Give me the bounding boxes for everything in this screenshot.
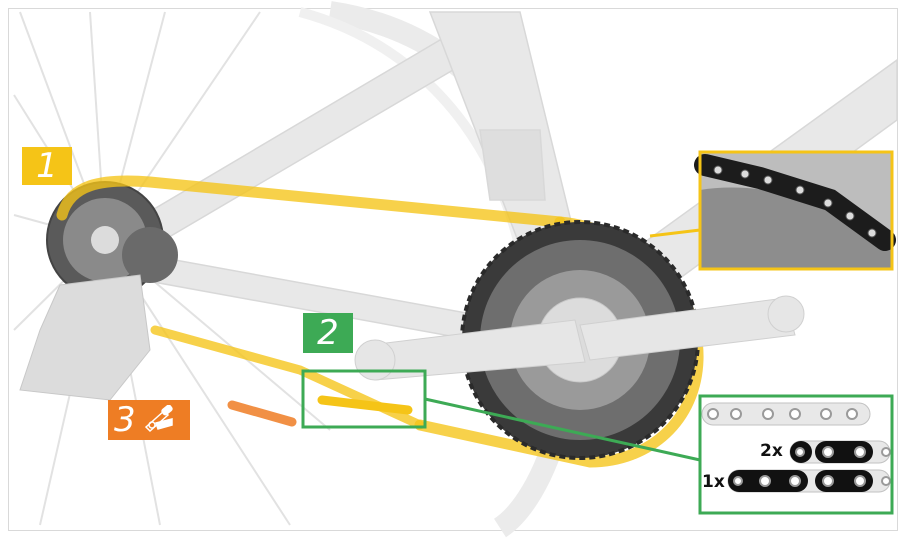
link-detail-frame	[698, 394, 894, 515]
step-3-number: 3	[114, 400, 136, 440]
chain-tool-icon	[144, 405, 173, 433]
chain-detail-rivets	[713, 165, 877, 238]
rear-small-cog	[122, 227, 178, 283]
link-row-top	[701, 402, 871, 426]
front-derailleur	[479, 129, 546, 201]
chain-detail-inset	[694, 150, 896, 271]
step-2-number: 2	[317, 313, 339, 353]
chain-detail-frame	[698, 150, 894, 271]
step-2-badge: 2	[303, 313, 353, 353]
chain-detail-leader	[649, 228, 701, 238]
link-detail-inset	[698, 394, 894, 515]
chain-selection-leader	[424, 397, 701, 462]
chain-detail-ring	[700, 187, 892, 269]
measure-mark-yellow	[317, 395, 413, 415]
link-row-single	[727, 469, 891, 493]
pedal-mount-left	[354, 339, 396, 381]
step-1-badge: 1	[22, 146, 72, 186]
step-3-badge: 3	[108, 400, 190, 440]
link-row-double	[789, 440, 891, 464]
rear-hub	[91, 226, 119, 254]
pedal-mount-right	[767, 295, 805, 333]
crank-arm-right	[579, 297, 796, 361]
measure-mark-orange	[227, 400, 297, 427]
step-1-number: 1	[36, 146, 58, 186]
link-count-single-label: 1x	[702, 472, 725, 492]
chain-detail-links	[694, 154, 896, 251]
link-count-double-label: 2x	[760, 441, 783, 461]
